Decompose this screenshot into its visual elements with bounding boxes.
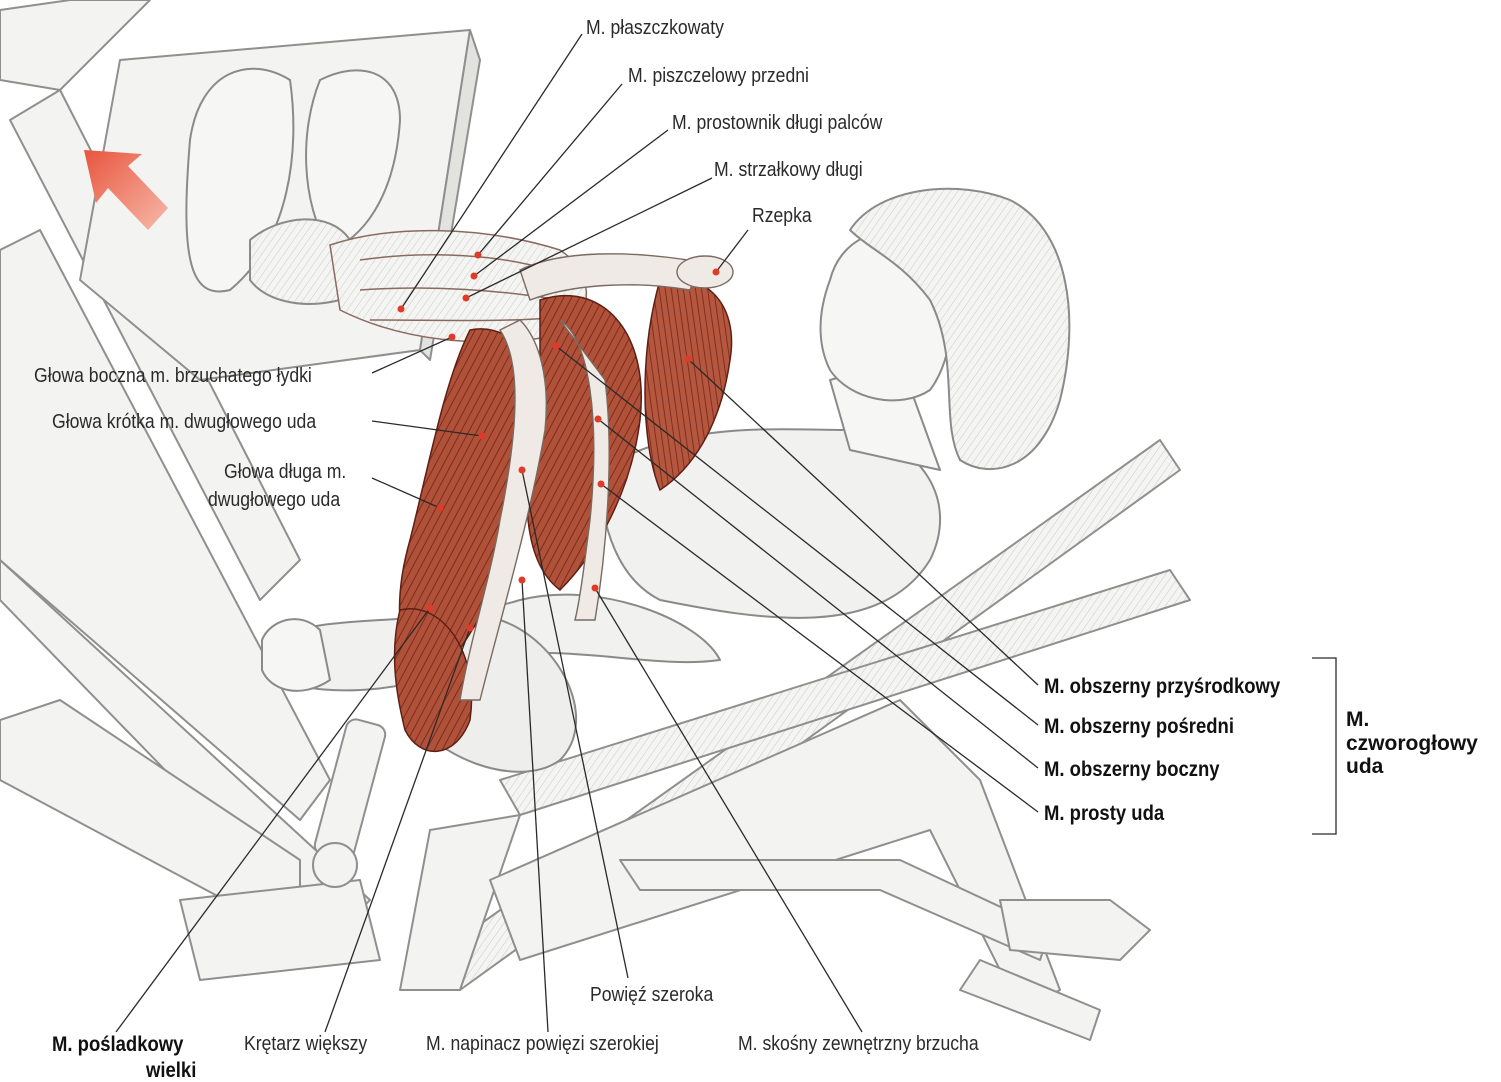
label-piszczelowy-przedni: M. piszczelowy przedni	[628, 65, 809, 87]
czworoglowy-line1: M.	[1346, 708, 1370, 731]
marker-kretarz	[466, 624, 474, 632]
label-powiez-szeroka: Powięź szeroka	[590, 984, 714, 1006]
marker-skosny	[591, 584, 599, 592]
thigh-muscles	[393, 277, 733, 753]
marker-boczny	[594, 415, 602, 423]
label-glowa-krotka: Głowa krótka m. dwugłowego uda	[52, 411, 317, 433]
marker-piszczelowy	[474, 251, 482, 259]
label-glowa-dluga-line1: Głowa długa m.	[224, 461, 347, 483]
label-obszerny-przysrodkowy: M. obszerny przyśrodkowy	[1044, 675, 1281, 698]
marker-powiez	[518, 466, 526, 474]
marker-prostownik	[470, 272, 478, 280]
label-rzepka: Rzepka	[752, 205, 812, 227]
label-glowa-boczna: Głowa boczna m. brzuchatego łydki	[34, 365, 312, 387]
marker-prosty	[597, 480, 605, 488]
label-prosty-uda: M. prosty uda	[1044, 802, 1165, 825]
marker-strzalkowy	[462, 294, 470, 302]
fascia-tendons	[459, 253, 734, 701]
label-skosny-zewnetrzny: M. skośny zewnętrzny brzucha	[738, 1033, 979, 1055]
marker-glowa-krotka	[478, 432, 486, 440]
leg-press-machine	[0, 0, 1191, 1041]
muscle-markers	[397, 251, 720, 632]
czworoglowy-line2: czworogłowy	[1346, 731, 1478, 755]
marker-posredni	[552, 342, 560, 350]
marker-plaszczkowaty	[397, 305, 405, 313]
label-posladkowy-line2: wielki	[146, 1059, 197, 1082]
label-glowa-dluga-line2: dwugłowego uda	[208, 489, 341, 511]
label-plaszczkowaty: M. płaszczkowaty	[586, 17, 724, 39]
czworoglowy-line3: uda	[1346, 755, 1384, 779]
label-kretarz-wiekszy: Krętarz większy	[244, 1033, 368, 1055]
push-direction-arrow	[84, 150, 168, 230]
label-czworoglowy-uda: M. czworogłowy uda	[1346, 708, 1496, 779]
label-napinacz-powiezi: M. napinacz powięzi szerokiej	[426, 1033, 659, 1055]
label-obszerny-boczny: M. obszerny boczny	[1044, 758, 1220, 781]
label-obszerny-posredni: M. obszerny pośredni	[1044, 715, 1234, 738]
marker-glowa-dluga	[436, 504, 444, 512]
marker-posladkowy	[426, 604, 434, 612]
marker-rzepka	[712, 268, 720, 276]
lower-leg-muscles	[329, 229, 587, 343]
label-prostownik-dlugi-palcow: M. prostownik długi palców	[672, 112, 883, 134]
marker-przysrodkowy	[684, 355, 692, 363]
leader-lines	[115, 33, 1337, 1033]
marker-glowa-boczna	[448, 333, 456, 341]
marker-napinacz	[518, 576, 526, 584]
label-posladkowy-line1: M. pośladkowy	[52, 1033, 184, 1056]
label-strzalkowy-dlugi: M. strzałkowy długi	[714, 159, 863, 181]
